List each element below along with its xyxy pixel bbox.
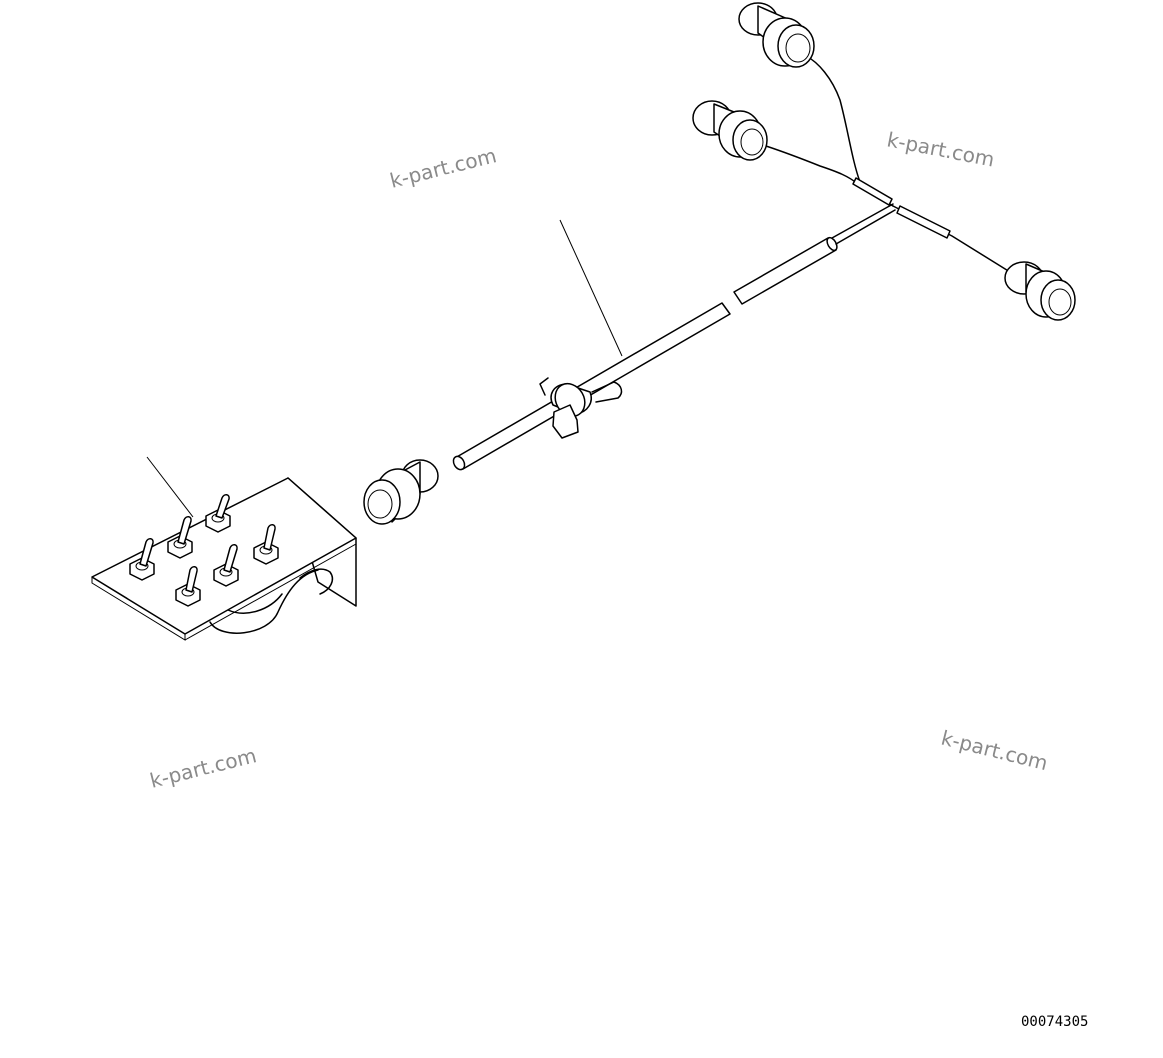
toggle-switch-2 <box>167 516 193 559</box>
toggle-switch-1 <box>129 538 155 581</box>
leader-line-harness <box>559 219 623 357</box>
watermark-3: k-part.com <box>147 743 258 793</box>
toggle-switch-5 <box>213 544 239 587</box>
bulb-socket-bottom <box>363 459 439 525</box>
branch-wires <box>765 55 1011 273</box>
harness-tube <box>452 203 896 471</box>
watermark-2: k-part.com <box>885 127 996 171</box>
bulb-socket-left <box>692 100 768 161</box>
toggle-switch-3 <box>205 494 231 533</box>
leader-line-switch-panel <box>146 456 194 518</box>
figure-number: 00074305 <box>1021 1014 1088 1030</box>
watermark-4: k-part.com <box>939 726 1050 776</box>
harness-clamp <box>539 377 623 439</box>
watermark-1: k-part.com <box>387 143 498 193</box>
bulb-socket-top <box>738 2 815 68</box>
toggle-switch-4 <box>175 566 201 607</box>
bulb-socket-right <box>1004 261 1076 321</box>
toggle-switch-6 <box>253 524 279 565</box>
